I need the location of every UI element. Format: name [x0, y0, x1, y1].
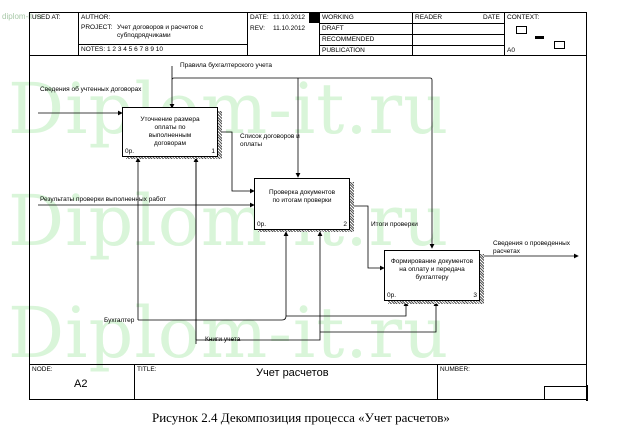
label-output: Сведения о проведенных расчетах [493, 240, 571, 255]
activity-box-3-title: Формирование документов на оплату и пере… [390, 258, 474, 281]
label-books: Книги учета [205, 336, 241, 343]
context-box-1 [516, 26, 527, 34]
activity-box-1-cost: 0р. [125, 148, 135, 155]
diagram-frame [29, 12, 587, 400]
status-working: WORKING [322, 14, 354, 21]
activity-box-3[interactable]: Формирование документов на оплату и пере… [384, 250, 480, 301]
number-label: NUMBER: [440, 366, 470, 373]
context-label: CONTEXT: [507, 14, 540, 21]
reader-date-label: DATE [483, 14, 500, 21]
watermark-2: Diplom-it.ru [8, 180, 450, 262]
watermark-1: Diplom-it.ru [8, 68, 450, 150]
rev-value: 11.10.2012 [273, 25, 306, 32]
status-working-marker [309, 13, 319, 23]
footer-top-line [29, 364, 587, 365]
title-label: TITLE: [137, 366, 157, 373]
activity-box-2-number: 2 [343, 221, 347, 228]
activity-box-1[interactable]: Уточнение размера оплаты по выполненным … [122, 107, 218, 157]
activity-box-1-title: Уточнение размера оплаты по выполненным … [140, 116, 200, 147]
watermark-3: Diplom-it.ru [8, 292, 450, 374]
activity-box-3-number: 3 [473, 292, 477, 299]
arrow-list-contracts [218, 131, 255, 194]
label-check-totals: Итоги проверки [371, 221, 418, 228]
activity-box-2-title: Проверка документов по итогам проверки [268, 189, 336, 204]
status-recommended: RECOMMENDED [322, 36, 375, 43]
arrow-check-totals [350, 205, 385, 271]
activity-box-3-cost: 0р. [387, 292, 397, 299]
figure-caption: Рисунок 2.4 Декомпозиция процесса «Учет … [152, 410, 450, 425]
header-bottom-line [29, 55, 587, 56]
project-label: PROJECT: [81, 24, 113, 31]
context-box-2 [535, 36, 544, 39]
node-label: NODE: [32, 366, 53, 373]
footer-corner-box [544, 386, 587, 400]
arrow-accountant [138, 231, 289, 321]
label-input-contracts: Сведения об учтенных договорах [40, 86, 142, 93]
activity-box-2-cost: 0р. [257, 221, 267, 228]
context-node: A0 [507, 47, 515, 54]
reader-label: READER [415, 14, 443, 21]
notes-line: NOTES: 1 2 3 4 5 6 7 8 9 10 [81, 46, 164, 53]
activity-box-1-number: 1 [211, 148, 215, 155]
corner-watermark: diplom-it.ru [2, 12, 42, 21]
project-value: Учет договоров и расчетов с субподрядчик… [117, 24, 204, 39]
used-at-label: USED AT: [32, 14, 61, 21]
label-rules: Правила бухгалтерского учета [180, 62, 273, 69]
arrow-books [195, 231, 323, 344]
date-label: DATE: [250, 14, 269, 21]
arrow-rules [171, 66, 435, 249]
rev-label: REV: [250, 25, 265, 32]
label-list-contracts: Список договоров и оплаты [240, 133, 300, 148]
status-publication: PUBLICATION [322, 47, 365, 54]
label-results: Результаты проверки выполненных работ [40, 196, 167, 203]
activity-box-2[interactable]: Проверка документов по итогам проверки 0… [254, 178, 350, 230]
status-draft: DRAFT [322, 25, 344, 32]
context-box-3 [554, 41, 565, 49]
author-label: AUTHOR: [81, 14, 111, 21]
label-accountant: Бухгалтер [104, 317, 135, 324]
node-value: A2 [74, 378, 88, 390]
title-value: Учет расчетов [256, 367, 329, 379]
date-value: 11.10.2012 [273, 14, 306, 21]
